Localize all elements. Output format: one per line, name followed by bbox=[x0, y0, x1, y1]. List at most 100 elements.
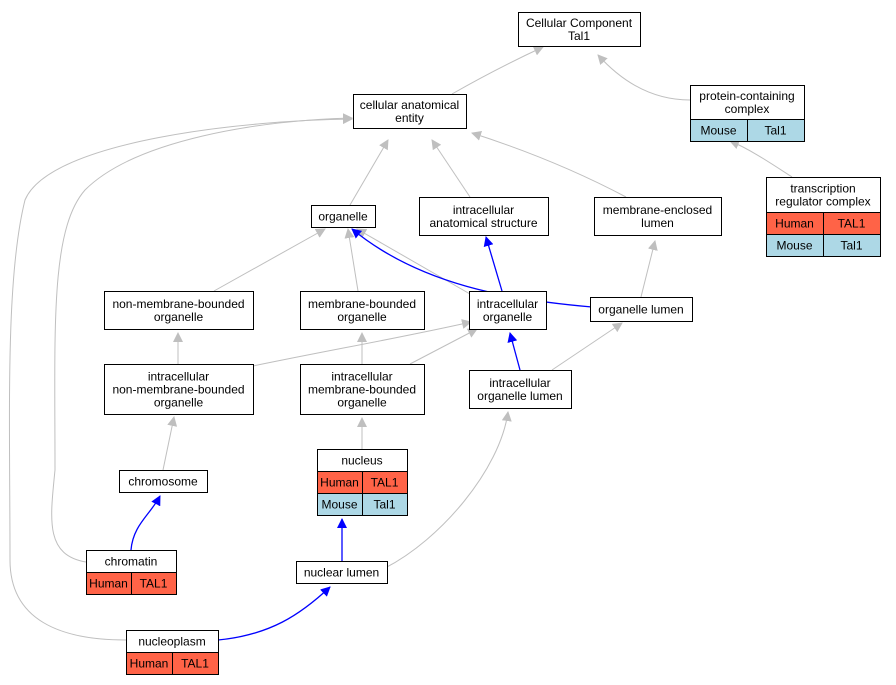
node-label-line: nucleoplasm bbox=[138, 635, 205, 649]
node-label-box bbox=[119, 470, 208, 493]
node-label-box bbox=[590, 297, 693, 322]
species-label: Human bbox=[130, 657, 169, 671]
node-label-box bbox=[518, 12, 641, 47]
node-label-line: intracellular bbox=[453, 203, 514, 217]
node-label-box bbox=[469, 291, 547, 330]
node-organelle[interactable]: organelle bbox=[311, 205, 376, 228]
node-label-box bbox=[311, 205, 376, 228]
node-label-box bbox=[296, 561, 388, 584]
node-label-line: membrane-bounded bbox=[308, 297, 416, 311]
node-label-line: organelle bbox=[318, 210, 368, 224]
node-label-box bbox=[594, 197, 722, 236]
gene-label: Tal1 bbox=[764, 124, 786, 138]
species-label: Human bbox=[775, 217, 814, 231]
node-chromosome[interactable]: chromosome bbox=[119, 470, 208, 493]
node-label-box bbox=[300, 291, 425, 330]
node-label-line: nucleus bbox=[341, 454, 382, 468]
node-label-line: regulator complex bbox=[775, 195, 870, 209]
edge-ias-to-cae bbox=[431, 139, 471, 198]
gene-cell bbox=[747, 119, 805, 142]
node-label-line: non-membrane-bounded bbox=[112, 383, 244, 397]
edge-cae-to-root bbox=[451, 46, 544, 95]
edge-chromatin-to-cae bbox=[51, 113, 353, 563]
gene-label: TAL1 bbox=[838, 217, 866, 231]
node-label-box bbox=[353, 94, 467, 129]
node-label-line: transcription bbox=[790, 182, 855, 196]
node-label-line: organelle bbox=[483, 310, 533, 324]
node-label-line: chromatin bbox=[105, 555, 158, 569]
node-label-line: intracellular bbox=[477, 297, 538, 311]
species-label: Mouse bbox=[321, 498, 357, 512]
node-label-line: organelle bbox=[337, 310, 387, 324]
edge-nl-to-iol bbox=[384, 411, 512, 569]
node-nl[interactable]: nuclear lumen bbox=[296, 561, 388, 584]
node-label-line: non-membrane-bounded bbox=[112, 297, 244, 311]
edge-ol-to-mel bbox=[640, 240, 658, 298]
node-label-line: lumen bbox=[641, 216, 674, 230]
node-label-line: nuclear lumen bbox=[304, 566, 379, 580]
node-label-line: organelle lumen bbox=[477, 389, 562, 403]
node-label-line: organelle lumen bbox=[598, 303, 683, 317]
node-label-line: protein-containing bbox=[699, 89, 794, 103]
node-label-line: membrane-enclosed bbox=[603, 203, 712, 217]
node-label-line: intracellular bbox=[331, 370, 392, 384]
gene-cell bbox=[823, 234, 881, 257]
edge-imbo-to-io bbox=[409, 328, 478, 365]
node-label-line: organelle bbox=[337, 396, 387, 410]
edge-mbo-to-organelle bbox=[344, 228, 359, 292]
edge-ol-to-organelle bbox=[351, 228, 593, 308]
node-label-box bbox=[469, 370, 572, 409]
node-label-line: intracellular bbox=[489, 376, 550, 390]
node-label-line: chromosome bbox=[128, 475, 198, 489]
gene-label: TAL1 bbox=[140, 577, 168, 591]
edge-iol-to-io bbox=[507, 332, 521, 371]
gene-cell bbox=[362, 493, 408, 516]
node-ol[interactable]: organelle lumen bbox=[590, 297, 693, 322]
node-inmbo[interactable]: intracellularnon-membrane-boundedorganel… bbox=[104, 364, 254, 415]
edge-iol-to-ol bbox=[551, 322, 623, 371]
edges-layer bbox=[8, 46, 793, 641]
node-label-line: anatomical structure bbox=[429, 216, 537, 230]
edge-io-to-organelle bbox=[356, 228, 471, 295]
species-label: Mouse bbox=[700, 124, 736, 138]
edge-nmbo-to-organelle bbox=[213, 228, 326, 292]
edge-organelle-to-cae bbox=[349, 139, 389, 206]
node-label-line: membrane-bounded bbox=[308, 383, 416, 397]
edge-io-to-ias bbox=[483, 236, 503, 292]
node-label-box bbox=[766, 177, 881, 213]
node-label-box bbox=[104, 291, 254, 330]
node-label-line: organelle bbox=[154, 396, 204, 410]
node-label-box bbox=[419, 197, 549, 236]
gene-cell bbox=[172, 652, 219, 675]
edge-pcc-to-root bbox=[597, 54, 691, 101]
edge-chromosome-to-inmbo bbox=[162, 416, 178, 471]
species-label: Human bbox=[320, 476, 359, 490]
edge-trc-to-pcc bbox=[729, 139, 793, 178]
node-label-line: organelle bbox=[154, 310, 204, 324]
node-label-box bbox=[104, 364, 254, 415]
node-label-line: Tal1 bbox=[568, 29, 590, 43]
node-label-line: cellular anatomical bbox=[360, 98, 459, 112]
edge-nucleoplasm-to-cae bbox=[8, 114, 353, 641]
gene-label: TAL1 bbox=[181, 657, 209, 671]
edge-inmbo-to-io bbox=[252, 319, 472, 367]
edge-mel-to-cae bbox=[471, 130, 627, 198]
node-label-line: complex bbox=[725, 102, 770, 116]
gene-label: Tal1 bbox=[840, 239, 862, 253]
